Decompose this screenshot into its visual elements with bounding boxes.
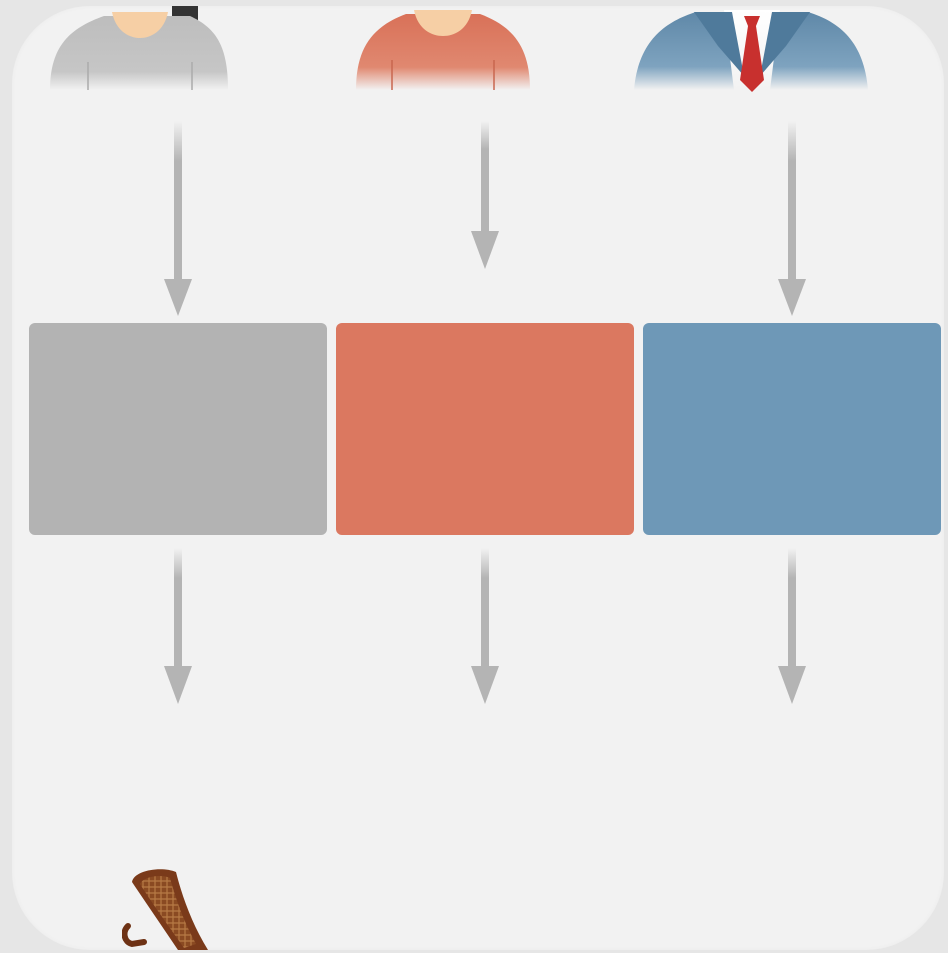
arrow-down-icon — [778, 121, 806, 316]
arrow-down-icon — [471, 548, 499, 704]
casual-person-icon — [50, 6, 228, 90]
arrow-down-icon — [164, 121, 192, 316]
gray-box — [29, 323, 327, 535]
arrow-down-icon — [471, 121, 499, 269]
arrow-down-icon — [778, 548, 806, 704]
diagram-card — [12, 6, 944, 950]
orange-box — [336, 323, 634, 535]
orange-person-icon — [356, 10, 530, 90]
arrow-down-icon — [164, 548, 192, 704]
blue-box — [643, 323, 941, 535]
rattan-chair-icon — [122, 869, 208, 950]
businessman-icon — [634, 10, 868, 92]
